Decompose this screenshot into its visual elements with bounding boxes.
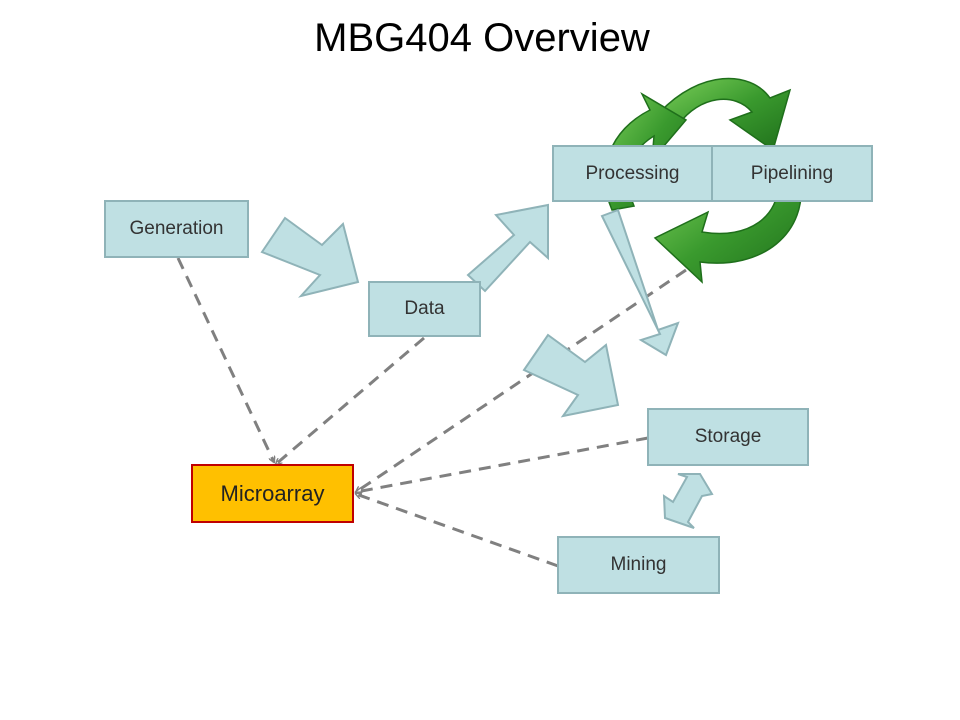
processing-box: Processing	[552, 145, 713, 202]
microarray-box: Microarray	[191, 464, 354, 523]
storage-box: Storage	[647, 408, 809, 466]
page-title: MBG404 Overview	[314, 16, 650, 60]
block-arrow-generation-to-data	[260, 216, 360, 298]
mining-box: Mining	[557, 536, 720, 594]
block-arrow-processing-to-storage	[600, 208, 680, 357]
data-box: Data	[368, 281, 481, 337]
dashed-link-data-microarray	[276, 336, 425, 464]
pipelining-box: Pipelining	[711, 145, 873, 202]
double-arrow-storage-mining	[662, 473, 714, 529]
dashed-link-mining-microarray	[356, 494, 559, 568]
generation-box: Generation	[104, 200, 249, 258]
dashed-link-generation-microarray	[176, 257, 274, 462]
dashed-link-storage-microarray	[356, 436, 649, 492]
dashed-link-processing-microarray	[356, 268, 687, 494]
block-arrow-to-storage	[522, 333, 620, 418]
block-arrow-data-to-processing	[466, 203, 549, 293]
